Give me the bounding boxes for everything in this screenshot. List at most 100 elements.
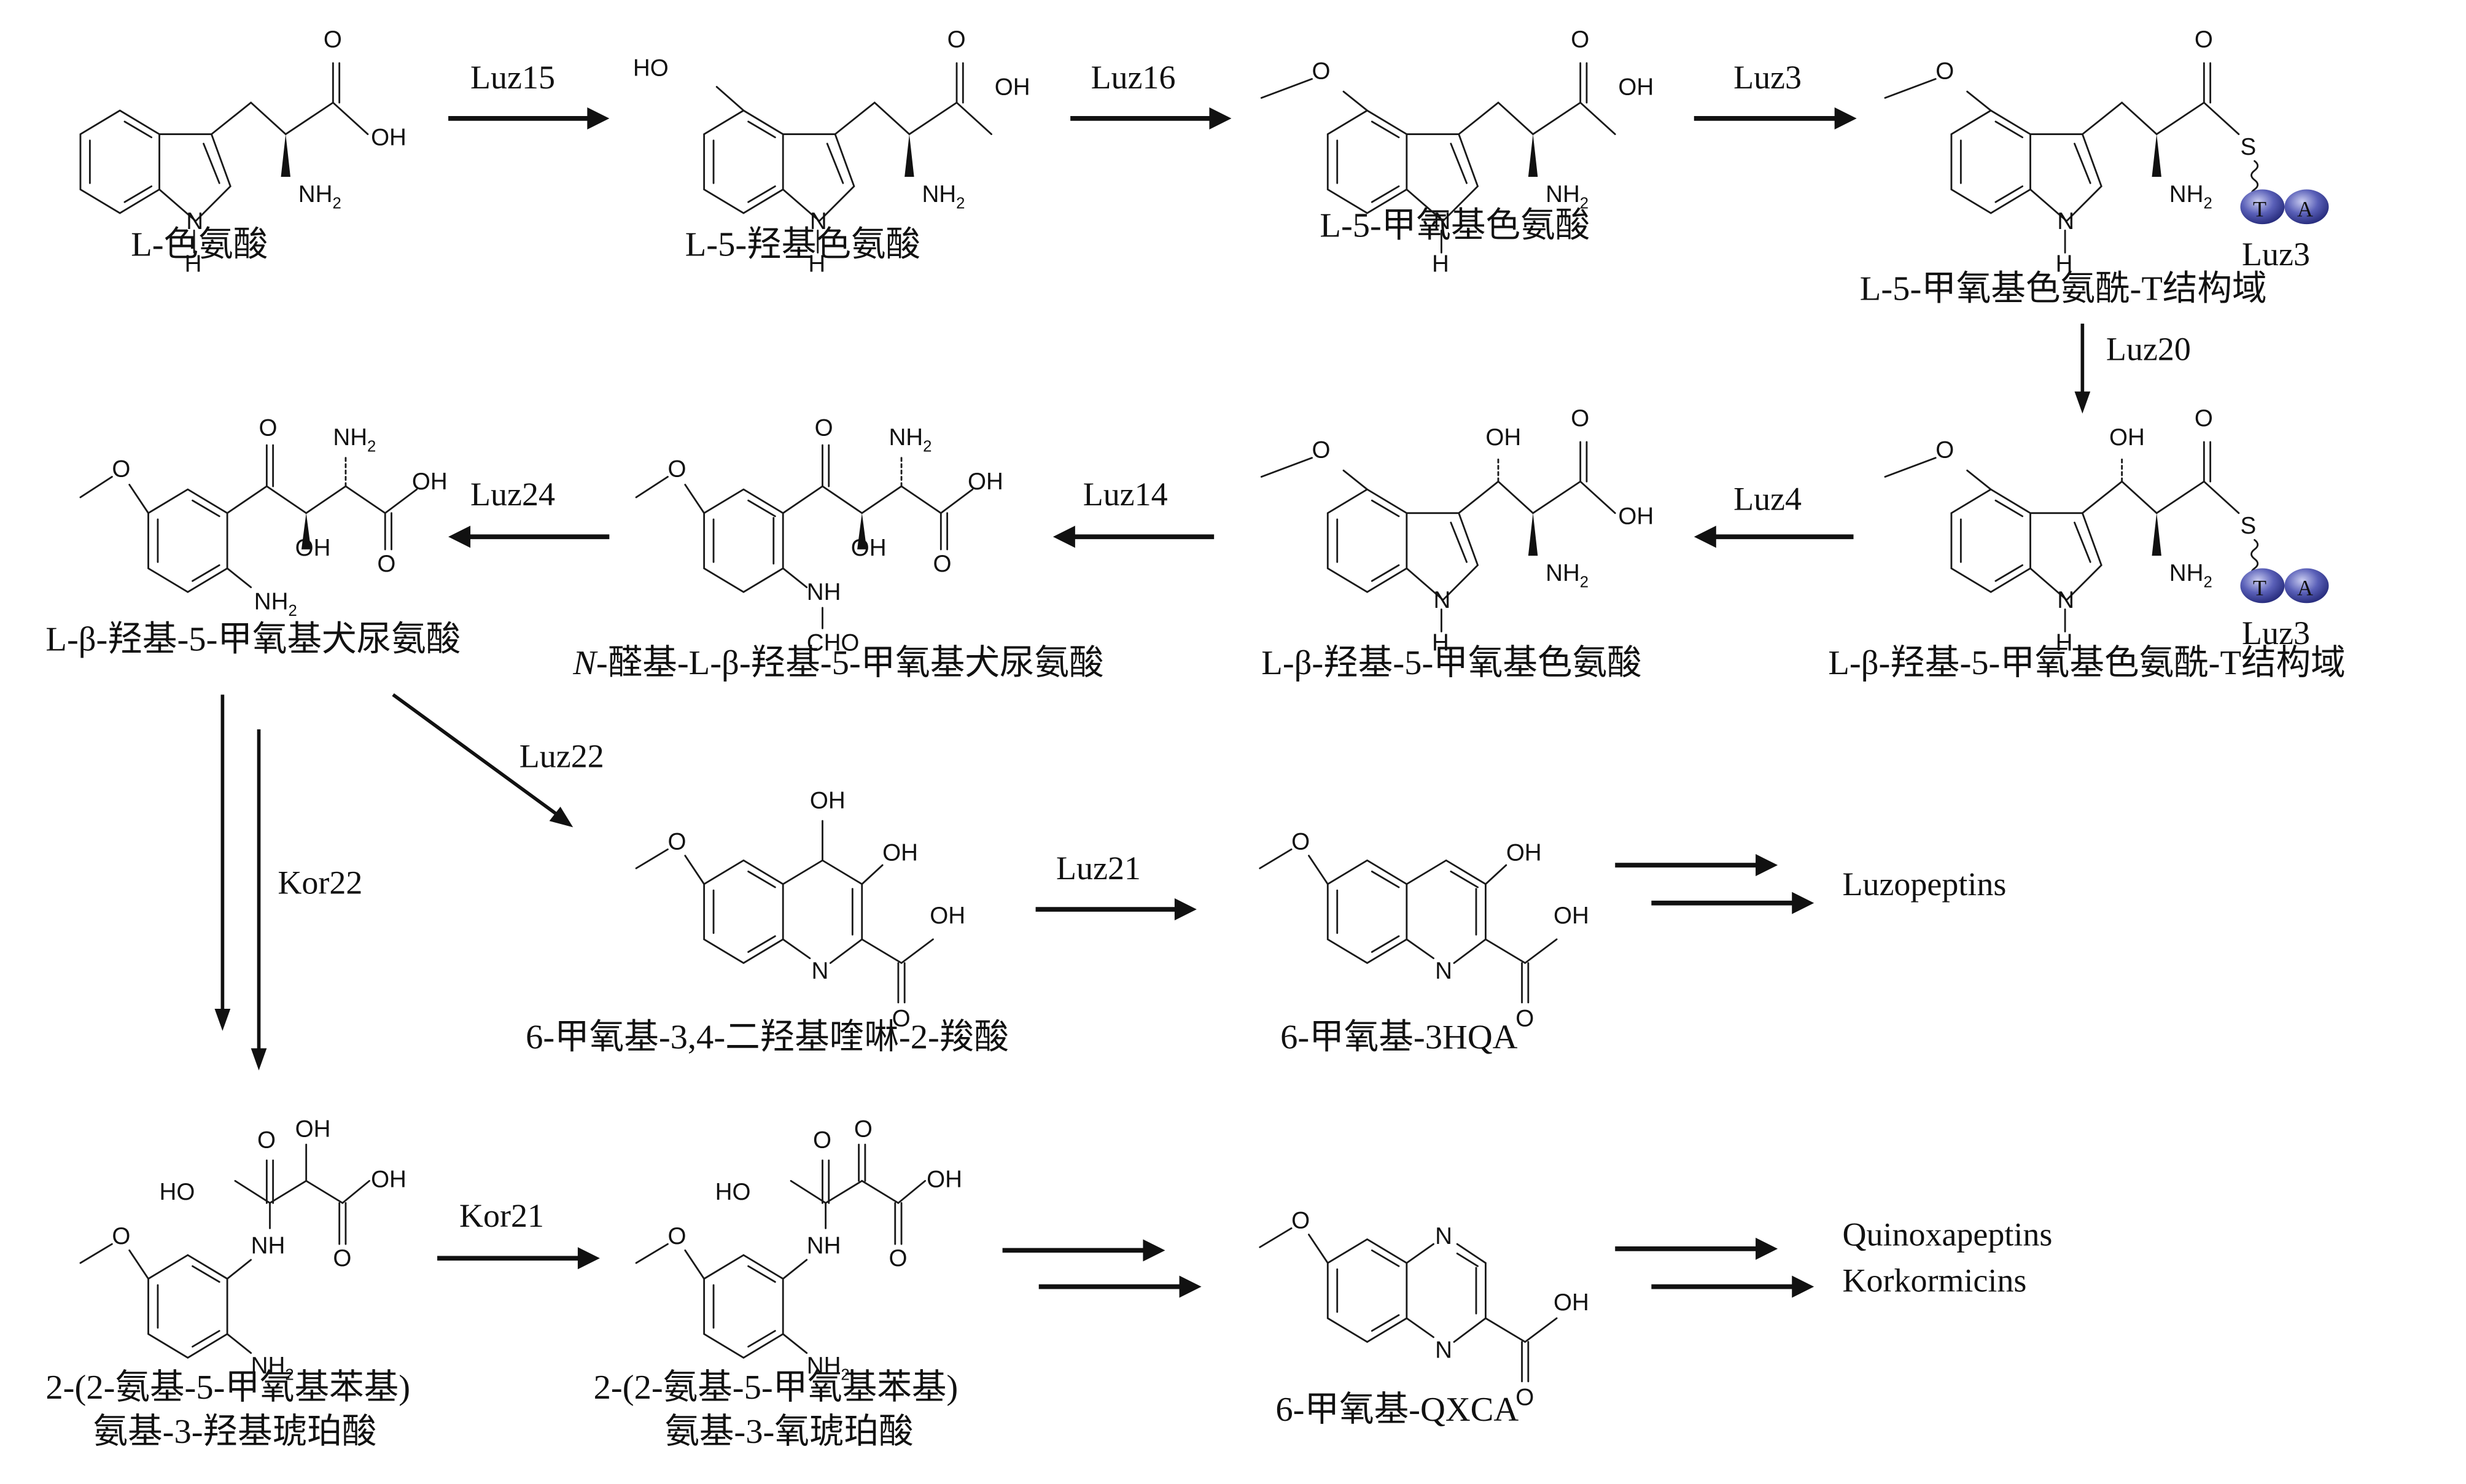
atom-o: O: [259, 415, 278, 441]
enzyme-label-luz15: Luz15: [470, 59, 555, 96]
enzyme-label-luz21: Luz21: [1056, 850, 1141, 887]
structure-hydroxysuccinate: O NH O OH HO OH O NH2: [79, 1116, 406, 1383]
atom-nh: NH: [807, 1233, 841, 1259]
atom-nh2: NH2: [889, 424, 932, 455]
atom-o: O: [1312, 58, 1331, 85]
enzyme-label-kor21: Kor21: [459, 1197, 544, 1234]
atom-oh: OH: [851, 535, 887, 561]
compound-label-line1: 2-(2-氨基-5-甲氧基苯基): [45, 1369, 410, 1407]
enzyme-label-luz14: Luz14: [1083, 476, 1168, 513]
atom-oh: OH: [1618, 503, 1654, 530]
atom-o: O: [815, 415, 833, 441]
atom-nh2: NH2: [254, 589, 297, 620]
atom-nh2: NH2: [298, 181, 341, 212]
t-domain-label: T: [2253, 196, 2266, 221]
product-korkormicins: Korkormicins: [1843, 1262, 2027, 1299]
structure-3hqa: O OH N OH O: [1259, 828, 1589, 1031]
structure-l-5-hydroxytryptophan: HO N H O OH NH2: [633, 26, 1030, 277]
compound-hydroxysuccinic-acid-derivative: O NH O OH HO OH O NH2 2-(2-氨基-5-甲氧基苯基) 氨…: [45, 1116, 410, 1451]
compound-l-beta-hydroxy-5-methoxytryptophanyl-t-domain: O N H OH O S NH2 T A Luz3 L-β-羟基-5-甲氧基色氨…: [1828, 405, 2345, 682]
reaction-arrow-kor21: Kor21: [437, 1197, 600, 1270]
atom-o: O: [324, 26, 342, 53]
compound-label: N-醛基-L-β-羟基-5-甲氧基犬尿氨酸: [572, 644, 1103, 682]
multistep-arrows-quinoxapeptins: [1615, 1237, 1814, 1298]
compound-l-5-methoxytryptophanyl-t-domain: O N H O S NH2 T A Luz3 L-5-甲氧基色氨酰-T结构域: [1860, 26, 2329, 308]
atom-o: O: [1571, 26, 1589, 53]
atom-o: O: [1571, 405, 1589, 432]
compound-label-line2: 氨基-3-氧琥珀酸: [664, 1413, 913, 1451]
compound-6-methoxy-qxca: O N N OH O 6-甲氧基-QXCA: [1259, 1207, 1589, 1429]
atom-n: N: [810, 208, 827, 235]
atom-o: O: [1515, 1005, 1534, 1031]
atom-oh: OH: [2109, 424, 2145, 451]
atom-o: O: [1312, 437, 1331, 464]
atom-nh2: NH2: [2169, 560, 2212, 591]
atom-s: S: [2240, 513, 2256, 539]
compound-l-beta-hydroxy-5-methoxytryptophan: O N H OH O OH NH2 L-β-羟基-5-甲氧基色氨酸: [1260, 405, 1654, 682]
compound-label: L-色氨酸: [131, 226, 268, 264]
multistep-arrows-qxca: [1002, 1239, 1202, 1298]
atom-n: N: [1434, 208, 1451, 235]
structure-beta-hydroxy-t-domain: O N H OH O S NH2 T A Luz3: [1884, 405, 2329, 656]
atom-nh2: NH2: [2169, 181, 2212, 212]
atom-o: O: [892, 1005, 911, 1031]
atom-oh: OH: [1485, 424, 1521, 451]
enzyme-label-luz20: Luz20: [2106, 330, 2191, 367]
atom-o: O: [2195, 405, 2213, 432]
a-domain-icon: [2284, 568, 2329, 604]
atom-oh: OH: [412, 468, 448, 495]
atom-o: O: [889, 1245, 907, 1272]
atom-oh: OH: [930, 903, 965, 929]
reaction-arrow-luz21: Luz21: [1035, 850, 1197, 921]
compound-label: L-5-甲氧基色氨酸: [1320, 207, 1590, 245]
atom-n: N: [1434, 587, 1451, 613]
compound-6-methoxy-3-4-dihydroxyquinoline-2-carboxylic-acid: O OH OH N OH O 6-甲氧基-3,4-二羟基喹啉-2-羧酸: [526, 787, 1009, 1056]
atom-oh: OH: [882, 839, 918, 866]
compound-l-5-hydroxytryptophan: HO N H O OH NH2 L-5-羟基色氨酸: [633, 26, 1030, 277]
compound-label: 6-甲氧基-QXCA: [1275, 1391, 1519, 1429]
compound-label-line1: 2-(2-氨基-5-甲氧基苯基): [594, 1369, 959, 1407]
atom-o: O: [854, 1116, 873, 1142]
atom-n: N: [1435, 1223, 1452, 1249]
product-luzopeptins: Luzopeptins: [1843, 866, 2007, 903]
compound-label: 6-甲氧基-3,4-二羟基喹啉-2-羧酸: [526, 1018, 1009, 1056]
structure-l-tryptophan: N H O OH NH2: [79, 26, 406, 277]
enzyme-label-luz16: Luz16: [1091, 59, 1176, 96]
atom-h: H: [2056, 251, 2073, 277]
structure-n-formyl-kynurenine: O O NH2 OH OH O NH CHO: [635, 415, 1003, 656]
atom-o: O: [2195, 26, 2213, 53]
atom-oh: OH: [1506, 839, 1542, 866]
carrier-protein-label: Luz3: [2242, 236, 2310, 273]
compound-oxosuccinic-acid-derivative: O NH O O HO OH O NH2 2-(2-氨基-5-甲氧基苯基) 氨基…: [594, 1116, 962, 1451]
reaction-arrow-kor22: Kor22: [214, 694, 362, 1071]
compound-label: L-β-羟基-5-甲氧基色氨酸: [1261, 644, 1641, 682]
atom-oh: OH: [1554, 903, 1589, 929]
atom-n: N: [1435, 1337, 1452, 1363]
a-domain-icon: [2284, 189, 2329, 225]
atom-oh: OH: [371, 1167, 406, 1193]
atom-o: O: [667, 828, 686, 855]
compound-n-formyl-beta-hydroxy-5-methoxykynurenine: O O NH2 OH OH O NH CHO N-醛基-L-β-羟基-5-甲氧基…: [572, 415, 1103, 682]
atom-n: N: [1435, 958, 1452, 984]
atom-o: O: [1291, 1207, 1310, 1233]
atom-o: O: [667, 1223, 686, 1249]
enzyme-label-luz3: Luz3: [1733, 59, 1802, 96]
atom-nh2: NH2: [922, 181, 965, 212]
multistep-arrows-luzopeptins: [1615, 854, 1814, 914]
reaction-arrow-luz16: Luz16: [1070, 59, 1232, 130]
carrier-domains: T A: [2240, 189, 2329, 225]
atom-nh2: NH2: [333, 424, 376, 455]
atom-ho: HO: [160, 1179, 195, 1205]
reaction-arrow-luz24: Luz24: [448, 476, 610, 548]
atom-h: H: [2056, 629, 2073, 656]
atom-n: N: [811, 958, 828, 984]
atom-o: O: [1515, 1384, 1534, 1410]
atom-o: O: [112, 456, 130, 483]
atom-oh: OH: [1554, 1289, 1589, 1316]
atom-o: O: [112, 1223, 130, 1249]
atom-oh: OH: [295, 535, 331, 561]
carrier-protein-label: Luz3: [2242, 615, 2310, 651]
atom-oh: OH: [995, 74, 1030, 100]
atom-oh: OH: [295, 1116, 331, 1142]
